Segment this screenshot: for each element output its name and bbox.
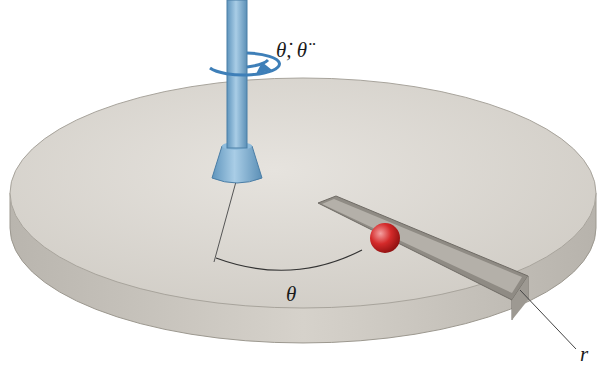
slot-end-face [512, 276, 528, 320]
ball [370, 223, 400, 253]
angle-arc [216, 250, 362, 270]
radius-label: r [580, 344, 588, 365]
radial-slot [318, 196, 528, 300]
rotation-arrowhead [256, 62, 272, 74]
angle-label: θ [286, 284, 296, 305]
reference-line [214, 178, 237, 262]
rotation-arrow [210, 53, 279, 75]
angular-rate-label: θ̇, θ̈ [276, 40, 307, 61]
shaft-hub [212, 146, 262, 183]
leader-line [520, 290, 576, 349]
disk-top [10, 78, 596, 308]
slot-floor [322, 199, 522, 293]
